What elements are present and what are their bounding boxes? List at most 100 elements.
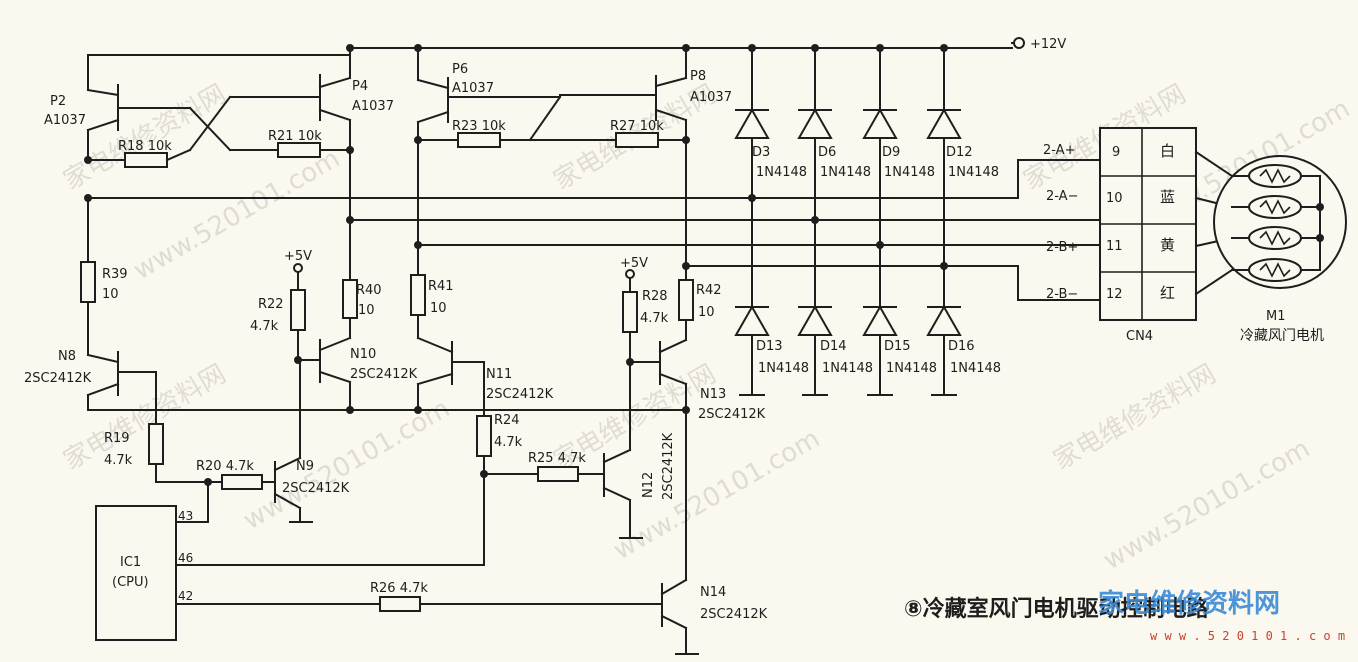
r18-label: R18 10k	[118, 139, 172, 154]
transistor-n9: N9 2SC2412K	[273, 359, 350, 523]
watermark-url: www.520101.com	[1099, 434, 1316, 576]
diode-d13	[734, 304, 770, 336]
diode-d6	[797, 107, 833, 139]
d14-ref: D14	[820, 339, 847, 354]
resistor-r42: R42 10	[678, 279, 722, 341]
p4-part: A1037	[352, 99, 394, 114]
n8-ref: N8	[58, 349, 76, 364]
diode-d15	[862, 304, 898, 336]
r39-ref: R39	[102, 267, 128, 282]
transistor-n12: N12 2SC2412K	[602, 361, 676, 539]
d6-part: 1N4148	[820, 165, 871, 180]
n11-part: 2SC2412K	[486, 387, 554, 402]
r39-value: 10	[102, 287, 119, 302]
motor-ref: M1	[1266, 309, 1286, 324]
ic1-name: (CPU)	[112, 575, 149, 590]
transistor-n13: N13 2SC2412K	[629, 338, 766, 581]
supply-rail: +12V	[87, 37, 1066, 91]
d12-ref: D12	[946, 145, 973, 160]
cn4-net-1: 2-A+	[1043, 143, 1075, 158]
r41-value: 10	[430, 301, 447, 316]
n11-ref: N11	[486, 367, 512, 382]
resistor-r20: R20 4.7k	[175, 459, 276, 523]
logo-text: 家电维修资料网	[1098, 588, 1280, 619]
resistor-r40: R40 10	[342, 219, 382, 339]
r42-value: 10	[698, 305, 715, 320]
n14-ref: N14	[700, 585, 726, 600]
transistor-n11: N11 2SC2412K	[416, 336, 554, 417]
diode-d3	[734, 107, 770, 139]
n13-ref: N13	[700, 387, 726, 402]
r22-ref: R22	[258, 297, 284, 312]
cross-coupling-right: R23 10k R27 10k	[414, 94, 690, 148]
transistor-n10: N10 2SC2412K	[297, 336, 418, 411]
motor-m1: M1 冷藏风门电机	[1213, 155, 1347, 344]
r19-ref: R19	[104, 431, 130, 446]
ic1-pin-43: 43	[178, 509, 193, 523]
r40-ref: R40	[356, 283, 382, 298]
d3-part: 1N4148	[756, 165, 807, 180]
n9-part: 2SC2412K	[282, 481, 350, 496]
d16-ref: D16	[948, 339, 975, 354]
resistor-r27	[615, 132, 659, 148]
cn4-net-2: 2-A−	[1046, 189, 1078, 204]
n14-part: 2SC2412K	[700, 607, 768, 622]
diagram-caption: ⑧冷藏室风门电机驱动控制电路	[904, 596, 1210, 622]
ic1-pin-42: 42	[178, 589, 193, 603]
resistor-r24: R24 4.7k	[175, 413, 523, 566]
cn4-color-2: 蓝	[1160, 188, 1175, 206]
resistor-r41: R41 10	[410, 244, 454, 339]
p6-part: A1037	[452, 81, 494, 96]
transistor-p8: P8 A1037	[609, 69, 732, 281]
diode-d12	[926, 107, 962, 139]
n10-part: 2SC2412K	[350, 367, 418, 382]
r42-ref: R42	[696, 283, 722, 298]
p8-ref: P8	[690, 69, 706, 84]
resistor-r22: +5V R22 4.7k	[250, 249, 312, 364]
ic1-ref: IC1	[120, 555, 141, 570]
cn4-net-3: 2-B+	[1046, 240, 1078, 255]
resistor-r25: R25 4.7k	[483, 451, 605, 482]
d3-ref: D3	[752, 145, 770, 160]
r22-value: 4.7k	[250, 319, 279, 334]
cn4-pin-1: 9	[1112, 145, 1120, 160]
motor-name: 冷藏风门电机	[1240, 328, 1324, 344]
p8-part: A1037	[690, 90, 732, 105]
r41-ref: R41	[428, 279, 454, 294]
resistor-r26: R26 4.7k	[175, 581, 428, 612]
n13-part: 2SC2412K	[698, 407, 766, 422]
r27-label: R27 10k	[610, 119, 664, 134]
supply-terminal	[1013, 37, 1025, 49]
site-logo: 家电维修资料网 w w w . 5 2 0 1 0 1 . c o m	[1098, 588, 1345, 643]
logo-url: w w w . 5 2 0 1 0 1 . c o m	[1150, 629, 1345, 643]
resistor-r39: R39 10	[80, 197, 128, 356]
r40-value: 10	[358, 303, 375, 318]
resistor-r21	[277, 142, 321, 158]
d6-ref: D6	[818, 145, 836, 160]
cn4-ref: CN4	[1126, 329, 1153, 344]
diode-array: D3 1N4148 D6 1N4148 D9 1N4148 D12 1N4148…	[734, 47, 1001, 396]
d9-part: 1N4148	[884, 165, 935, 180]
r21-label: R21 10k	[268, 129, 322, 144]
watermark-url: www.520101.com	[239, 394, 456, 536]
d13-ref: D13	[756, 339, 783, 354]
diode-d16	[926, 304, 962, 336]
p4-ref: P4	[352, 79, 368, 94]
cn4-color-3: 黄	[1160, 236, 1175, 254]
p2-ref: P2	[50, 94, 66, 109]
resistor-r19: R19 4.7k	[104, 423, 209, 483]
resistor-r23	[457, 132, 501, 148]
cross-coupling-left: R18 10k R21 10k	[84, 95, 354, 168]
d13-part: 1N4148	[758, 361, 809, 376]
r28-ref: R28	[642, 289, 668, 304]
p2-part: A1037	[44, 113, 86, 128]
p6-ref: P6	[452, 62, 468, 77]
ic1-pin-46: 46	[178, 551, 193, 565]
d9-ref: D9	[882, 145, 900, 160]
transistor-p6: P6 A1037	[416, 62, 501, 276]
r26-label: R26 4.7k	[370, 581, 428, 596]
r28-value: 4.7k	[640, 311, 669, 326]
transistor-n8: N8 2SC2412K	[24, 349, 157, 425]
cn4-pin-4: 12	[1106, 287, 1123, 302]
